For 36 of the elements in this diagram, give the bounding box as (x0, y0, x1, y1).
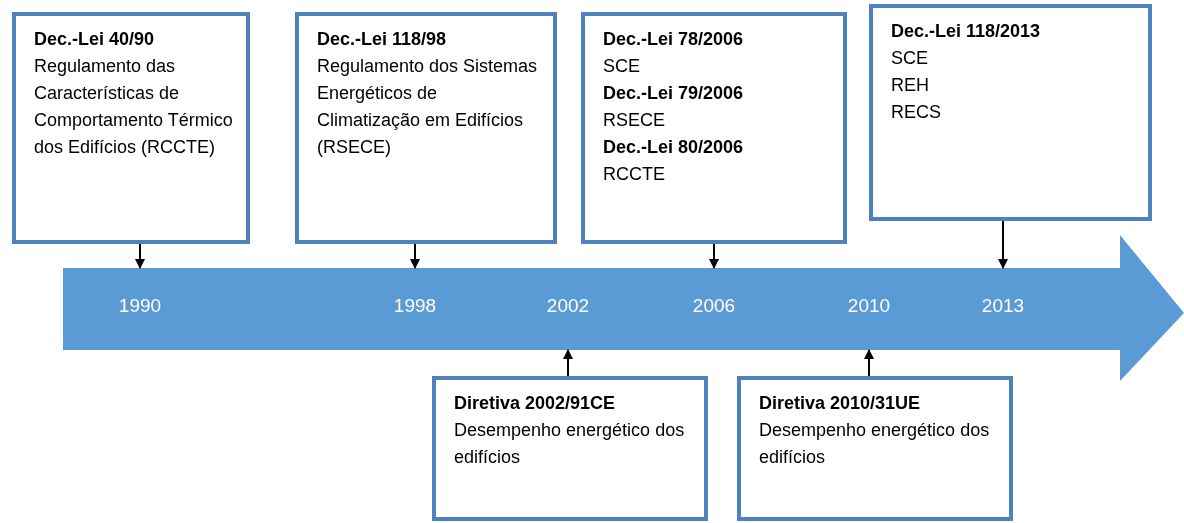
box-text: Dec.-Lei 80/2006 (603, 136, 745, 159)
arrow (998, 220, 1008, 269)
box-text: Regulamento das Características de Comportamento Térmico dos Edifícios (RCCTE) (34, 55, 234, 159)
box-text: Regulamento dos Sistemas Energéticos de Climatização em Edifícios (RSECE) (317, 55, 539, 159)
box-text: Desempenho energético dos edifícios (454, 419, 686, 469)
box-text: Diretiva 2010/31UE (759, 392, 922, 415)
year-label: 1998 (393, 295, 437, 317)
decree-box (737, 376, 1013, 521)
box-text: REH (891, 74, 930, 97)
year-label: 2006 (692, 295, 736, 317)
box-text: Diretiva 2002/91CE (454, 392, 617, 415)
box-text: SCE (603, 55, 641, 78)
box-text: Dec.-Lei 118/98 (317, 28, 448, 51)
box-text: RSECE (603, 109, 666, 132)
year-label: 2013 (981, 295, 1025, 317)
box-text: RCCTE (603, 163, 666, 186)
box-text: SCE (891, 47, 929, 70)
box-text: Dec.-Lei 40/90 (34, 28, 156, 51)
decree-box (581, 12, 847, 244)
year-label: 2002 (546, 295, 590, 317)
box-text: Dec.-Lei 78/2006 (603, 28, 745, 51)
box-text: Dec.-Lei 79/2006 (603, 82, 745, 105)
arrow (410, 243, 420, 269)
decree-box (295, 12, 557, 244)
box-text: Dec.-Lei 118/2013 (891, 20, 1042, 43)
arrow (563, 349, 573, 377)
arrow (709, 243, 719, 269)
decree-box (869, 4, 1152, 221)
box-text: RECS (891, 101, 942, 124)
decree-box (432, 376, 708, 521)
arrow (864, 349, 874, 377)
year-label: 1990 (118, 295, 162, 317)
year-label: 2010 (847, 295, 891, 317)
decree-box (12, 12, 250, 244)
box-text: Desempenho energético dos edifícios (759, 419, 991, 469)
arrow (135, 243, 145, 269)
